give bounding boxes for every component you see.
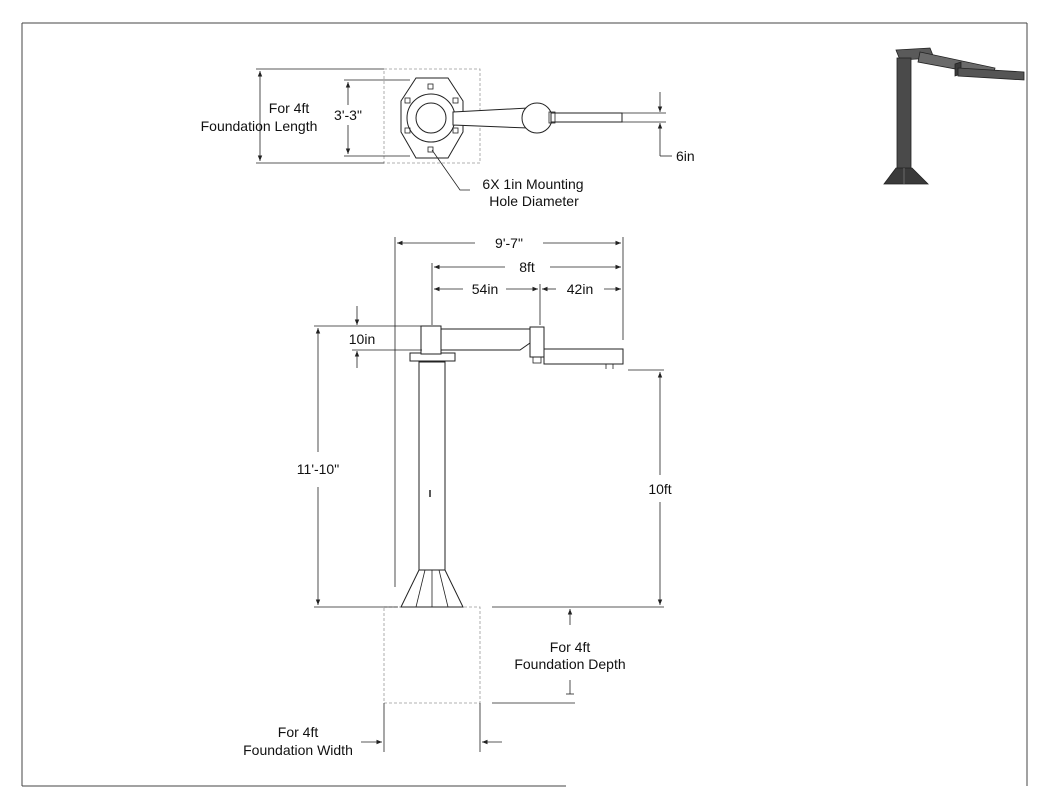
inner-arm-dimension: 54in <box>472 281 498 297</box>
under-boom-height-dimension: 10ft <box>648 481 671 497</box>
arm-joint-elevation <box>529 326 545 358</box>
mast-inner-circle <box>415 102 447 134</box>
mast <box>418 361 446 573</box>
front-view <box>314 237 664 752</box>
foundation-depth-label-2: Foundation Depth <box>514 656 625 672</box>
mounting-hole-markers <box>404 83 459 153</box>
outer-arm-plan <box>550 112 623 123</box>
isometric-view <box>883 47 1025 185</box>
head-hub <box>420 325 442 355</box>
arm-joint-plan <box>521 102 553 134</box>
overall-height-dimension: 11'-10" <box>297 461 339 477</box>
inner-arm-elevation <box>440 328 531 351</box>
foundation-length-label-1: For 4ft <box>269 100 310 116</box>
arm-height-dimension: 10in <box>349 331 375 347</box>
foundation-outline-elevation <box>383 606 481 704</box>
mounting-holes-label-1: 6X 1in Mounting <box>482 176 583 192</box>
foundation-length-label-2: Foundation Length <box>201 118 318 134</box>
arm-reach-dimension: 8ft <box>519 259 535 275</box>
top-view <box>256 68 672 191</box>
foundation-width-label-1: For 4ft <box>278 724 319 740</box>
outer-arm-dimension: 42in <box>567 281 593 297</box>
base-width-dimension: 3'-3" <box>334 107 362 123</box>
drawing-frame <box>21 22 1028 787</box>
foundation-width-label-2: Foundation Width <box>243 742 353 758</box>
outer-arm-elevation <box>543 348 624 365</box>
overall-span-dimension: 9'-7" <box>495 235 523 251</box>
mounting-holes-label-2: Hole Diameter <box>489 193 579 209</box>
inner-arm-plan <box>452 107 529 129</box>
arm-width-dimension: 6in <box>676 148 695 164</box>
foundation-depth-label-1: For 4ft <box>550 639 591 655</box>
